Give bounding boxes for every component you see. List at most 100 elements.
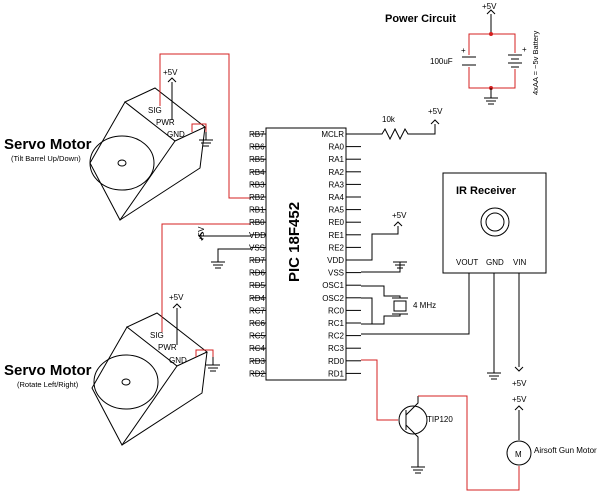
pic-pin-vdd: VDD [249, 231, 266, 240]
pic-chip-name: PIC 18F452 [286, 202, 303, 282]
power-loop-wire [468, 33, 516, 89]
servo-top-gnd: GND [167, 130, 185, 139]
pic-pin-rb5: RB5 [249, 155, 265, 164]
pic-vss-ground [211, 248, 251, 269]
pic-pin-rc0: RC0 [328, 306, 345, 315]
ir-vin-label: VIN [513, 258, 527, 267]
transistor-ground [411, 466, 425, 474]
servo-top-pwr: PWR [156, 118, 175, 127]
servo-top-vcc: +5V [163, 68, 178, 77]
servo-top-sig: SIG [148, 106, 162, 115]
pic-pin-rc5: RC5 [249, 332, 266, 341]
servo-bottom: Servo Motor (Rotate Left/Right) SIG PWR … [4, 223, 251, 446]
pic-pin-ra3: RA3 [328, 180, 344, 189]
servo-top-subtitle: (Tilt Barrel Up/Down) [11, 154, 81, 163]
servo-bottom-shaft [121, 378, 131, 386]
pic-pin-vss: VSS [328, 269, 344, 278]
servo-top-body-side [119, 126, 206, 221]
pic-pin-rd1: RD1 [328, 369, 345, 378]
power-vcc-label: +5V [482, 2, 497, 11]
servo-bottom-vcc: +5V [169, 293, 184, 302]
motor-vcc-label: +5V [512, 395, 527, 404]
servo-bottom-title: Servo Motor [4, 362, 92, 379]
crystal-body [393, 300, 407, 312]
pic-chip-body [265, 127, 347, 381]
servo-top-signal-wire [159, 53, 251, 199]
servo-bottom-gnd: GND [169, 356, 187, 365]
motor-circle [506, 440, 532, 466]
battery-symbol [508, 54, 522, 68]
servo-top-body-front [89, 101, 176, 221]
crystal-plates [392, 297, 408, 315]
mclr-pullup: 10k +5V [361, 107, 443, 141]
crystal-label: 4 MHz [413, 301, 436, 310]
pic-pin-ra1: RA1 [328, 155, 344, 164]
servo-bottom-vcc-arrow [172, 303, 182, 345]
ir-vin-wire [514, 273, 524, 372]
ir-sensor-outer [480, 207, 510, 237]
pic-pin-rd5: RD5 [249, 281, 266, 290]
battery-label: 4xAA = ~5v Battery [531, 31, 540, 95]
crystal-oscillator: 4 MHz [361, 285, 436, 325]
servo-top-horn [89, 135, 155, 191]
pic-pin-rd2: RD2 [249, 369, 266, 378]
pic-pin-osc1: OSC1 [322, 281, 344, 290]
pic-pin-ra5: RA5 [328, 206, 344, 215]
servo-top-title: Servo Motor [4, 136, 92, 153]
pic-pin-vdd: VDD [327, 256, 344, 265]
crystal-wiring [361, 285, 401, 325]
pic-pin-rd6: RD6 [249, 269, 266, 278]
pic-pin-osc2: OSC2 [322, 294, 344, 303]
pic-pin-re0: RE0 [328, 218, 344, 227]
ir-vout-wire [361, 273, 470, 335]
ir-receiver: IR Receiver VOUT GND VIN +5V [361, 172, 547, 388]
pic-right-vdd-label: +5V [392, 211, 407, 220]
pic-pin-ra2: RA2 [328, 168, 344, 177]
servo-bottom-sig: SIG [150, 331, 164, 340]
pic-microcontroller: PIC 18F452 RB7RB6RB5RB4RB3RB2RB1RB0VDDVS… [197, 127, 407, 381]
servo-top-body-top [124, 87, 206, 142]
pic-pin-rc3: RC3 [328, 344, 345, 353]
transistor-label: TIP120 [427, 415, 453, 424]
servo-bottom-body-top [126, 312, 208, 367]
pic-pin-vss: VSS [249, 243, 265, 252]
pic-pin-rb1: RB1 [249, 206, 265, 215]
pic-pin-rc4: RC4 [249, 344, 266, 353]
pic-pin-rc7: RC7 [249, 306, 266, 315]
pic-pin-rc2: RC2 [328, 332, 345, 341]
mclr-vcc-arrow [430, 119, 440, 125]
transistor-circle [398, 405, 428, 435]
power-circuit-title: Power Circuit [385, 13, 456, 25]
pic-pin-rb3: RB3 [249, 180, 265, 189]
mclr-resistor-value: 10k [382, 115, 396, 124]
transistor-base-wire [361, 359, 398, 421]
servo-top-shaft [117, 159, 127, 167]
power-circuit: Power Circuit +5V + 100uF + 4xAA = ~5v B… [385, 2, 540, 105]
mclr-vcc-label: +5V [428, 107, 443, 116]
mclr-resistor [361, 124, 436, 141]
servo-bottom-body-front [91, 326, 178, 446]
battery-gap [508, 53, 522, 69]
capacitor-symbol [462, 56, 476, 66]
pic-pin-ra0: RA0 [328, 143, 344, 152]
ir-gnd-label: GND [486, 258, 504, 267]
pic-right-vdd-wire [361, 221, 403, 261]
servo-top-vcc-arrow [167, 77, 177, 120]
pic-pin-rd4: RD4 [249, 294, 266, 303]
gun-motor: +5V M Airsoft Gun Motor [506, 395, 597, 466]
capacitor-gap [462, 55, 476, 67]
servo-top-gnd-wire [191, 123, 207, 132]
ir-vcc-label: +5V [512, 379, 527, 388]
pic-pin-rb0: RB0 [249, 218, 265, 227]
pic-pin-rd0: RD0 [328, 357, 345, 366]
pic-pin-re2: RE2 [328, 243, 344, 252]
motor-vcc-wire [514, 405, 524, 440]
pic-pin-mclr: MCLR [321, 130, 344, 139]
pic-pin-rb4: RB4 [249, 168, 265, 177]
pic-pin-re1: RE1 [328, 231, 344, 240]
battery-plus: + [522, 45, 527, 54]
power-vcc-arrow [486, 9, 496, 34]
ir-ground-wire [487, 273, 501, 380]
motor-label: Airsoft Gun Motor [534, 446, 597, 455]
